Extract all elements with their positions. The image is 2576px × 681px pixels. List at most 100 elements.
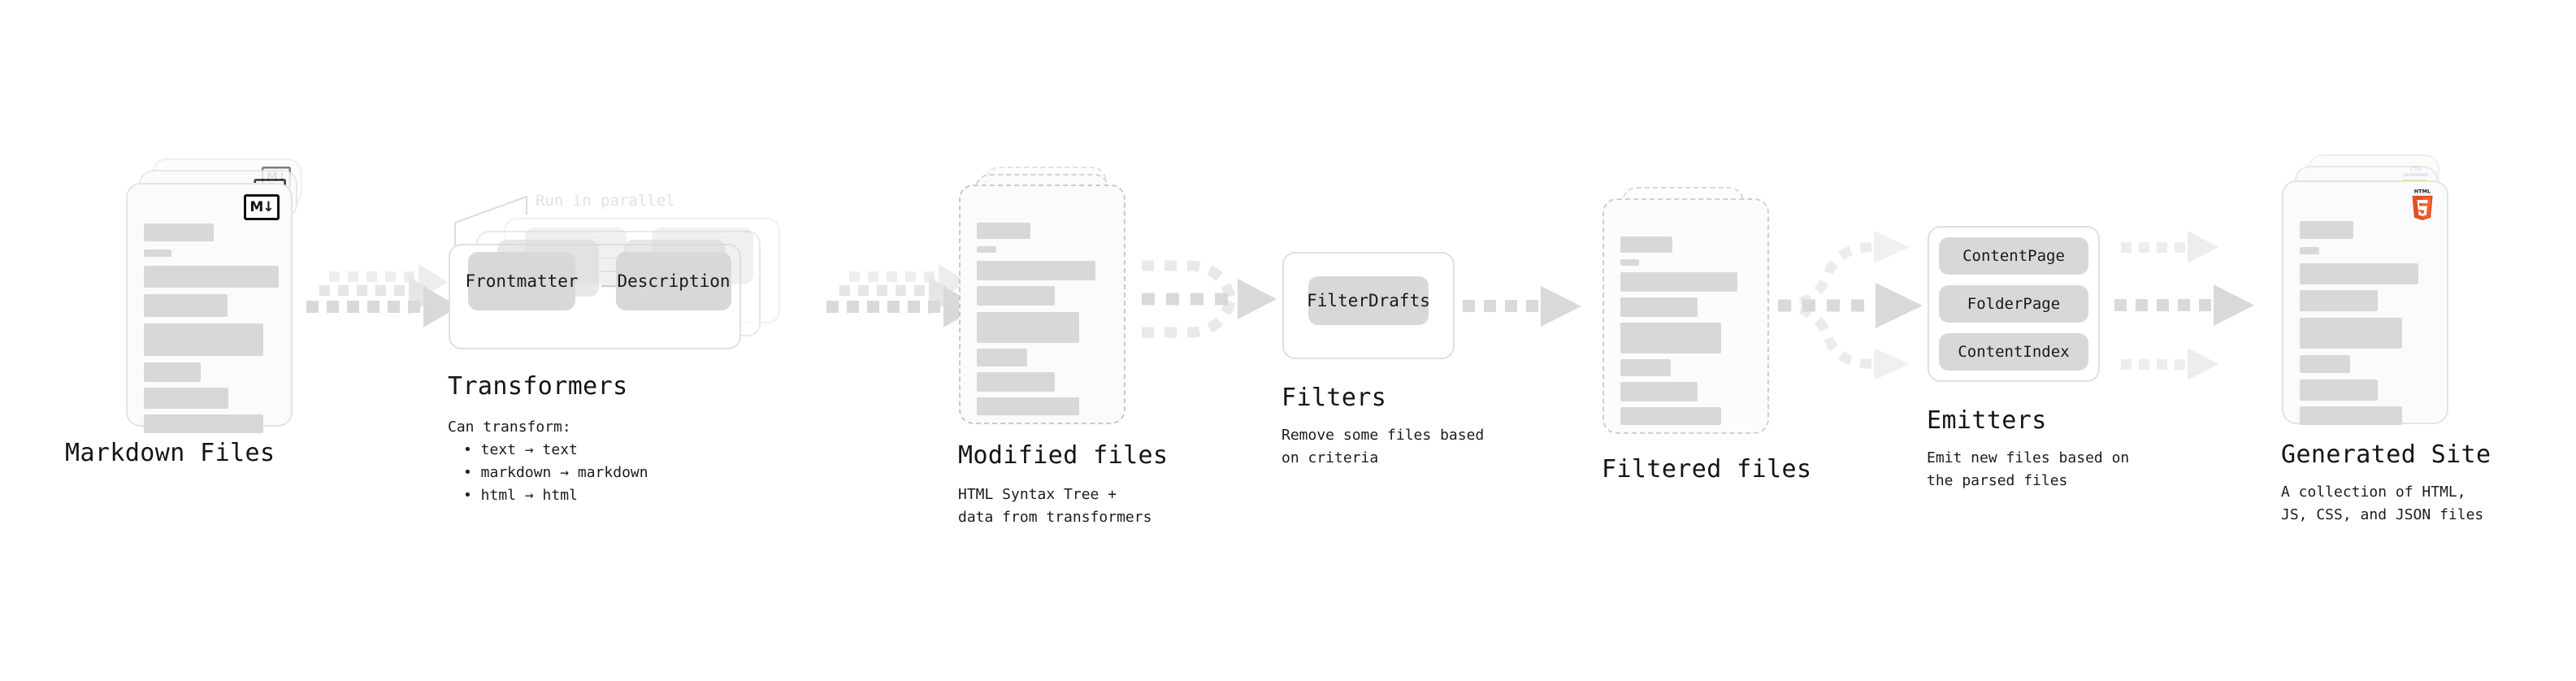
svg-text:HTML: HTML	[2414, 189, 2431, 195]
converge-path-bottom	[1142, 297, 1237, 338]
markdown-badge-arrow: ↓	[262, 198, 274, 215]
arrow-head-mid	[1876, 283, 1923, 328]
doc-sheet-front	[1602, 198, 1769, 434]
transformer-bullet: • text → text	[463, 441, 578, 458]
arrow-layer-front	[306, 286, 459, 327]
stage-title-filters: Filters	[1281, 384, 1387, 412]
doc-placeholder-bar	[2300, 247, 2319, 254]
run-in-parallel-label: Run in parallel	[536, 192, 675, 210]
doc-placeholder-bar	[977, 397, 1079, 415]
stage-title-filtered-files: Filtered files	[1602, 455, 1812, 484]
doc-placeholder-bar	[144, 249, 171, 257]
doc-placeholder-bar	[144, 388, 228, 409]
transformer-item-frontmatter[interactable]: Frontmatter	[465, 252, 579, 310]
doc-placeholder-bar	[2300, 263, 2418, 284]
stage-generated-site: CSS HTML	[2281, 154, 2491, 523]
doc-placeholder-bar	[977, 261, 1095, 280]
doc-placeholder-bar	[977, 246, 996, 253]
doc-placeholder-bar	[1620, 236, 1672, 253]
arrow-head-top	[1874, 231, 1910, 263]
doc-placeholder-bar	[144, 266, 279, 288]
transformer-item-description[interactable]: Description	[616, 252, 731, 310]
doc-placeholder-bar	[1620, 272, 1737, 292]
emitter-item-folderpage[interactable]: FolderPage	[1939, 285, 2088, 323]
doc-placeholder-bar	[2300, 221, 2353, 239]
doc-content: M↓	[128, 184, 291, 433]
transformer-bullet: • markdown → markdown	[463, 464, 648, 481]
stage-subtitle-modified-files: HTML Syntax Tree + data from transformer…	[958, 486, 1152, 526]
arrow-head-bottom	[1874, 348, 1910, 380]
connector-filters-to-filtered	[1463, 286, 1581, 327]
doc-sheet-front: M↓	[126, 183, 293, 433]
doc-placeholder-bar	[2300, 318, 2402, 349]
doc-placeholder-bar	[977, 223, 1030, 239]
emitter-item-contentindex[interactable]: ContentIndex	[1939, 333, 2088, 371]
doc-placeholder-bar	[2300, 406, 2402, 425]
stage-title-markdown-files: Markdown Files	[65, 439, 275, 467]
arrow-layer-back	[329, 264, 448, 300]
transformer-bullet-list: • html → html	[463, 484, 578, 507]
emitter-item-label: ContentIndex	[1958, 343, 2070, 361]
doc-placeholder-bar	[144, 323, 263, 356]
doc-placeholder-bar	[2300, 380, 2378, 401]
diverge-path-top	[1779, 242, 1875, 310]
transformer-bullet-list: • markdown → markdown	[463, 462, 648, 484]
stage-filtered-files: Filtered files	[1602, 187, 1811, 484]
emitter-item-contentpage[interactable]: ContentPage	[1939, 237, 2088, 275]
doc-placeholder-bar	[1620, 259, 1639, 266]
doc-content: HTML	[2283, 182, 2447, 425]
markdown-badge-letter: M	[249, 198, 263, 215]
transformer-bullet: • html → html	[463, 487, 578, 504]
diverge-path-bottom	[1779, 301, 1875, 369]
arrow-dashes	[1463, 300, 1538, 312]
doc-placeholder-bar	[977, 349, 1027, 367]
merge-row-mid	[2114, 284, 2254, 326]
doc-placeholder-bar	[1620, 323, 1721, 354]
connector-md-to-transformers	[306, 264, 459, 327]
generated-site-doc-stack: CSS HTML	[2282, 154, 2461, 431]
doc-placeholder-bar	[144, 414, 263, 433]
doc-placeholder-bar	[977, 286, 1055, 306]
doc-placeholder-bar	[1620, 407, 1721, 425]
stage-subtitle-filters: Remove some files based on criteria	[1281, 427, 1485, 466]
filtered-doc-stack	[1602, 187, 1781, 447]
converge-path-top	[1142, 260, 1237, 301]
doc-placeholder-bar	[2300, 355, 2350, 373]
connector-modified-to-filters	[1142, 260, 1277, 338]
markdown-doc-stack: M↓ M↓ M↓	[126, 158, 305, 433]
stage-title-transformers: Transformers	[448, 372, 628, 401]
connector-filtered-to-emitters	[1778, 231, 1923, 380]
stage-title-modified-files: Modified files	[958, 441, 1169, 470]
html5-badge-icon: HTML	[2412, 189, 2433, 221]
merge-row-top	[2121, 231, 2218, 263]
stage-title-generated-site: Generated Site	[2281, 440, 2491, 469]
stage-subtitle-transformers: Can transform:	[448, 419, 571, 436]
doc-content	[1604, 200, 1767, 432]
markdown-badge: M↓	[244, 194, 280, 220]
stage-subtitle-generated-site: A collection of HTML, JS, CSS, and JSON …	[2281, 484, 2484, 523]
doc-placeholder-bar	[1620, 297, 1698, 317]
stage-subtitle-emitters: Emit new files based on the parsed files	[1927, 449, 2130, 489]
stage-markdown-files: M↓ M↓ M↓	[65, 158, 305, 467]
transformer-item-label: Description	[617, 271, 731, 291]
stage-title-emitters: Emitters	[1927, 406, 2047, 435]
transformer-item-label: Frontmatter	[465, 271, 579, 291]
arrow-head	[1238, 279, 1277, 319]
filter-item-filterdrafts[interactable]: FilterDrafts	[1307, 276, 1430, 325]
arrow-head	[1541, 286, 1581, 327]
stage-modified-files: Modified files HTML Syntax Tree + data f…	[958, 167, 1168, 526]
doc-placeholder-bar	[2300, 290, 2378, 311]
doc-placeholder-bar	[977, 312, 1079, 343]
doc-placeholder-bar	[144, 223, 214, 241]
doc-sheet-front: HTML	[2282, 180, 2448, 425]
modified-doc-stack	[959, 167, 1138, 435]
doc-sheet-front	[959, 184, 1125, 424]
doc-placeholder-bar	[1620, 382, 1698, 401]
doc-content	[961, 186, 1124, 423]
emitter-item-label: ContentPage	[1962, 247, 2065, 265]
emitter-item-label: FolderPage	[1967, 295, 2061, 313]
transformer-bullet-list: • text → text	[463, 439, 578, 462]
connector-emitters-to-site	[2114, 231, 2254, 380]
doc-placeholder-bar	[144, 362, 201, 382]
